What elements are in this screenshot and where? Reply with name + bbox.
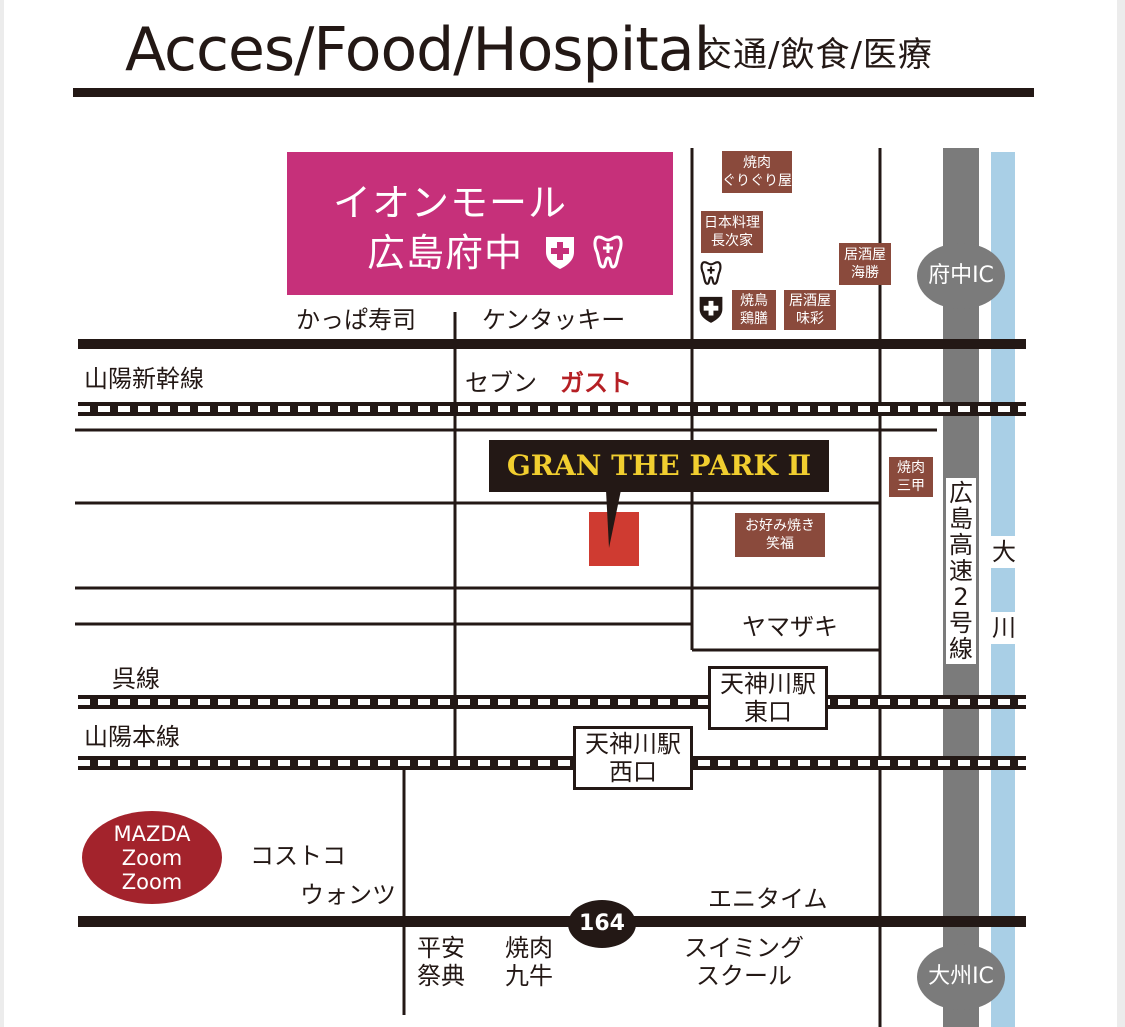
river-label-kawa: 川 xyxy=(990,612,1018,644)
shop-guriguriya: 焼肉ぐりぐり屋 xyxy=(722,151,792,193)
expressway-label: 広 島 高 速 2 号 線 xyxy=(946,478,976,664)
hospital-shield-icon xyxy=(546,237,575,269)
road-north-main xyxy=(78,339,1026,349)
label-yakiniku-kyugyu: 焼肉九牛 xyxy=(505,934,553,990)
label-costco: コストコ xyxy=(250,842,346,870)
route-164-marker: 164 xyxy=(568,900,636,948)
sign-pointer xyxy=(606,490,621,548)
page-edge-right xyxy=(1117,0,1125,1027)
fuchu-ic-marker: 府中IC xyxy=(917,243,1005,309)
property-sign: GRAN THE PARK Ⅱ xyxy=(489,440,829,492)
aeon-mall-block: イオンモール 広島府中 xyxy=(287,152,673,295)
page-edge-left xyxy=(0,0,4,1027)
dental-tooth-icon xyxy=(593,235,623,269)
label-swimming-school: スイミングスクール xyxy=(684,934,804,990)
page-subtitle: 交通/飲食/医療 xyxy=(698,35,933,75)
shop-chojiya: 日本料理長次家 xyxy=(701,211,763,253)
aeon-name-line1: イオンモール xyxy=(333,181,568,225)
shop-shofuku: お好み焼き笑福 xyxy=(735,513,825,557)
shop-misai: 居酒屋味彩 xyxy=(784,290,836,330)
shop-sanko: 焼肉三甲 xyxy=(889,457,933,497)
shop-kaisho: 居酒屋海勝 xyxy=(839,243,891,285)
daishu-ic-marker: 大州IC xyxy=(917,944,1005,1010)
label-gust: ガスト xyxy=(560,369,632,397)
page-title: Acces/Food/Hospital xyxy=(125,15,710,85)
road-route-164 xyxy=(78,916,1026,927)
label-seven: セブン xyxy=(465,369,537,397)
title-rule xyxy=(73,88,1034,97)
label-anytime: エニタイム xyxy=(708,885,828,913)
label-yamazaki: ヤマザキ xyxy=(742,613,838,641)
label-sanyo-main-line: 山陽本線 xyxy=(84,723,180,751)
thin-roads xyxy=(75,148,937,1027)
dental-clinic-icon xyxy=(700,261,722,285)
label-kure-line: 呉線 xyxy=(112,665,160,693)
river-okawa xyxy=(991,152,1015,1027)
river-label-o: 大 xyxy=(990,536,1018,568)
station-tenjingawa-east: 天神川駅東口 xyxy=(708,666,828,730)
station-tenjingawa-west: 天神川駅西口 xyxy=(573,726,693,790)
shop-torizen: 焼鳥鶏膳 xyxy=(732,290,776,330)
aeon-name-line2: 広島府中 xyxy=(367,230,623,276)
label-wantsu: ウォンツ xyxy=(300,881,396,909)
label-kentucky: ケンタッキー xyxy=(482,306,626,334)
label-kappa-sushi: かっぱ寿司 xyxy=(296,306,416,334)
hospital-icon xyxy=(699,296,723,323)
label-heian-saiten: 平安祭典 xyxy=(417,934,465,990)
label-sanyo-shinkansen: 山陽新幹線 xyxy=(84,365,204,393)
